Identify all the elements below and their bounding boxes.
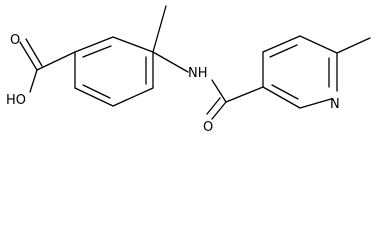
ring-bond [262,35,301,53]
amide-carbonyl-double-bond [206,97,221,115]
nh-to-carbonyl-bond [211,79,227,103]
amide-carbonyl-double-bond [211,101,227,120]
amide-oxygen-label: O [203,120,213,135]
ring-bond [112,36,154,53]
amide-group: NH O [152,51,264,135]
ring-double-bond [82,84,111,99]
carbonyl-oxygen-label: O [10,33,20,48]
ring-bond [112,87,154,107]
ring-bond [74,87,114,107]
ring-bond [299,35,338,54]
ring-to-nh-bond [152,51,189,73]
nh-label: NH [188,66,208,81]
hydroxyl-label: HO [6,93,26,108]
methyl-bond [152,5,167,53]
pyridine-ring: N [262,35,340,112]
ring-double-bond [269,44,298,58]
ring-bond [299,98,332,109]
pyridine-nitrogen-label: N [330,97,340,112]
carbonyl-to-pyridine-bond [225,86,264,103]
ring-double-bond [82,45,112,58]
acid-double-bond [19,41,38,71]
benzene-ring [74,36,154,107]
acid-double-bond [25,38,43,67]
ring-double-bond [271,84,299,100]
ring-bond [74,36,114,53]
chemical-structure: O HO NH O N [6,5,371,135]
acid-carbon-bond [36,51,76,71]
ring-bond [262,86,301,109]
carboxylic-acid-group: O HO [6,33,76,108]
acid-oh-bond [29,69,38,93]
pyridine-methyl-bond [336,37,371,54]
